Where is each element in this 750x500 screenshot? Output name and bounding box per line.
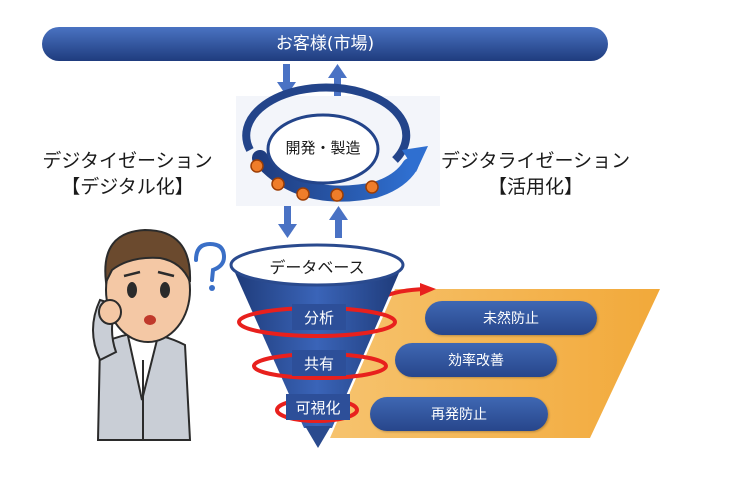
stage-analysis: 分析 [292, 304, 346, 330]
stage-visualize: 可視化 [286, 394, 350, 420]
outcome-efficiency: 効率改善 [395, 343, 557, 377]
development-cycle [236, 83, 440, 206]
outcome-prevention: 未然防止 [425, 301, 597, 335]
cycle-center-label: 開発・製造 [285, 139, 361, 157]
question-mark-icon [194, 241, 227, 291]
outcome-recurrence: 再発防止 [370, 397, 548, 431]
cycle-down-arrow [278, 206, 297, 238]
digitization-label: デジタイゼーション 【デジタル化】 [20, 148, 235, 200]
market-down-arrow [277, 64, 296, 96]
digitalization-title: デジタライゼーション [440, 150, 631, 172]
thinking-worker [92, 228, 192, 441]
database-label: データベース [269, 258, 365, 277]
cycle-up-arrow [329, 206, 348, 238]
digitization-subtitle: 【デジタル化】 [61, 176, 194, 198]
data-funnel [229, 243, 405, 448]
digitization-title: デジタイゼーション [42, 150, 213, 172]
market-bar [42, 27, 608, 61]
digitalization-subtitle: 【活用化】 [487, 176, 583, 198]
digitalization-label: デジタライゼーション 【活用化】 [418, 148, 653, 200]
market-label: お客様(市場) [275, 34, 375, 54]
stage-share: 共有 [292, 350, 346, 376]
